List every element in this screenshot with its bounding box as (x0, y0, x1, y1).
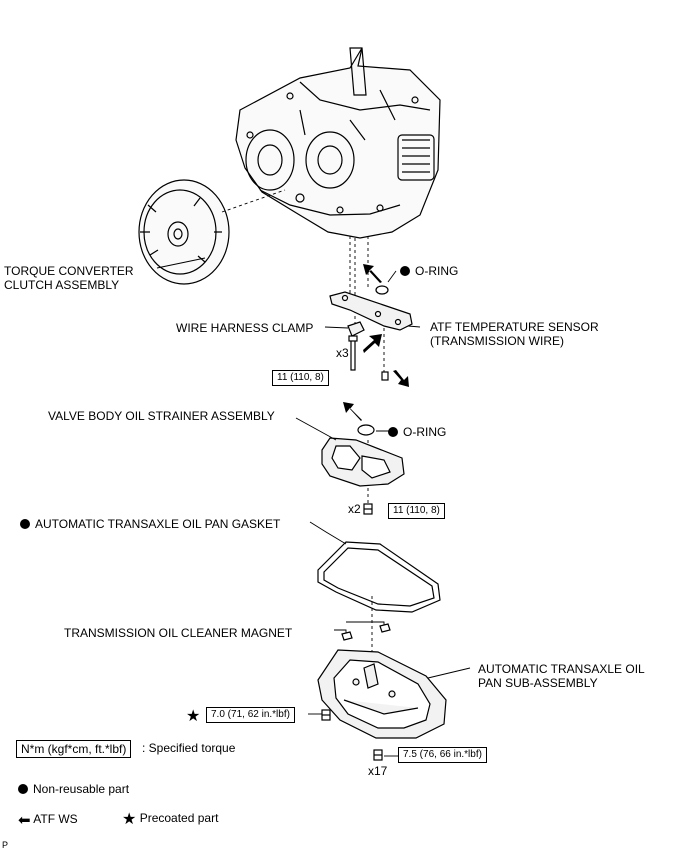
legend-atf-ws-text: ATF WS (33, 812, 78, 826)
legend-non-reusable: Non-reusable part (18, 782, 129, 796)
assembly-guide-lines (221, 189, 385, 660)
precoated-star-icon: ★ (186, 708, 201, 725)
strainer-bolt-illustration (363, 503, 373, 515)
atf-sensor-label: ATF TEMPERATURE SENSOR (TRANSMISSION WIR… (430, 320, 599, 348)
legend-precoated-text: Precoated part (139, 811, 219, 825)
arrow-upper-o-ring (363, 264, 382, 283)
legend-torque-unit-desc: : Specified torque (142, 741, 236, 755)
oil-pan-label-line2: PAN SUB-ASSEMBLY (478, 676, 598, 690)
legend-non-reusable-text: Non-reusable part (33, 782, 130, 796)
pan-bolt-torque-box: 7.5 (76, 66 in.*lbf) (398, 747, 487, 763)
wire-harness-clamp-label: WIRE HARNESS CLAMP (176, 321, 314, 335)
upper-o-ring-part (375, 285, 389, 295)
wire-harness-clamp-illustration (347, 321, 365, 337)
quantity-x3-label: x3 (336, 346, 349, 360)
lower-o-ring-part (357, 424, 375, 436)
transaxle-housing-illustration (235, 47, 441, 239)
sensor-bolt-torque-box: 11 (110, 8) (272, 370, 329, 386)
arrow-sensor-bolt (363, 334, 382, 353)
non-reusable-icon (20, 519, 30, 529)
atf-sensor-label-line2: (TRANSMISSION WIRE) (430, 334, 564, 348)
oil-pan-gasket-text: AUTOMATIC TRANSAXLE OIL PAN GASKET (35, 517, 281, 531)
valve-body-strainer-label: VALVE BODY OIL STRAINER ASSEMBLY (48, 409, 275, 423)
left-arrow-icon: ⬅ (18, 812, 31, 829)
atf-application-arrows (343, 264, 409, 421)
quantity-x17-label: x17 (368, 764, 388, 778)
lower-o-ring-text: O-RING (403, 425, 447, 439)
legend-atf-ws: ⬅ ATF WS (18, 812, 78, 828)
oil-pan-bolts-illustration (321, 709, 383, 761)
cleaner-magnet-label: TRANSMISSION OIL CLEANER MAGNET (64, 626, 293, 640)
lower-o-ring-label: O-RING (388, 425, 446, 439)
precoated-pan-bolt-callout: ★ (186, 708, 201, 725)
non-reusable-icon (400, 266, 410, 276)
oil-pan-gasket-illustration (317, 541, 441, 613)
legend-torque-unit-box: N*m (kgf*cm, ft.*lbf) (16, 740, 132, 758)
oil-pan-label: AUTOMATIC TRANSAXLE OIL PAN SUB-ASSEMBLY (478, 662, 645, 690)
non-reusable-icon (18, 784, 28, 794)
torque-converter-label: TORQUE CONVERTER CLUTCH ASSEMBLY (4, 264, 134, 292)
legend-precoated: ★ Precoated part (122, 811, 219, 828)
upper-o-ring-text: O-RING (415, 264, 459, 278)
quantity-x2-label: x2 (348, 502, 361, 516)
valve-body-strainer-illustration (321, 437, 405, 487)
oil-pan-gasket-label: AUTOMATIC TRANSAXLE OIL PAN GASKET (20, 517, 280, 531)
arrow-sensor-lower-bolt (393, 370, 409, 387)
torque-converter-label-line2: CLUTCH ASSEMBLY (4, 278, 120, 292)
oil-pan-illustration (317, 649, 447, 739)
cleaner-magnets-illustration (341, 623, 391, 641)
precoated-pan-bolt-torque-box: 7.0 (71, 62 in.*lbf) (206, 707, 295, 723)
upper-o-ring-label: O-RING (400, 264, 458, 278)
non-reusable-icon (388, 427, 398, 437)
arrow-lower-o-ring (343, 402, 362, 421)
oil-pan-label-line1: AUTOMATIC TRANSAXLE OIL (478, 662, 645, 676)
corner-mark: P (2, 840, 9, 850)
strainer-bolt-torque-box: 11 (110, 8) (388, 503, 445, 519)
torque-converter-label-line1: TORQUE CONVERTER (4, 264, 134, 278)
precoated-star-icon: ★ (122, 811, 137, 828)
torque-converter-illustration (138, 179, 230, 285)
sensor-bolts-illustration (348, 335, 389, 381)
atf-sensor-illustration (329, 291, 413, 331)
atf-sensor-label-line1: ATF TEMPERATURE SENSOR (430, 320, 599, 334)
